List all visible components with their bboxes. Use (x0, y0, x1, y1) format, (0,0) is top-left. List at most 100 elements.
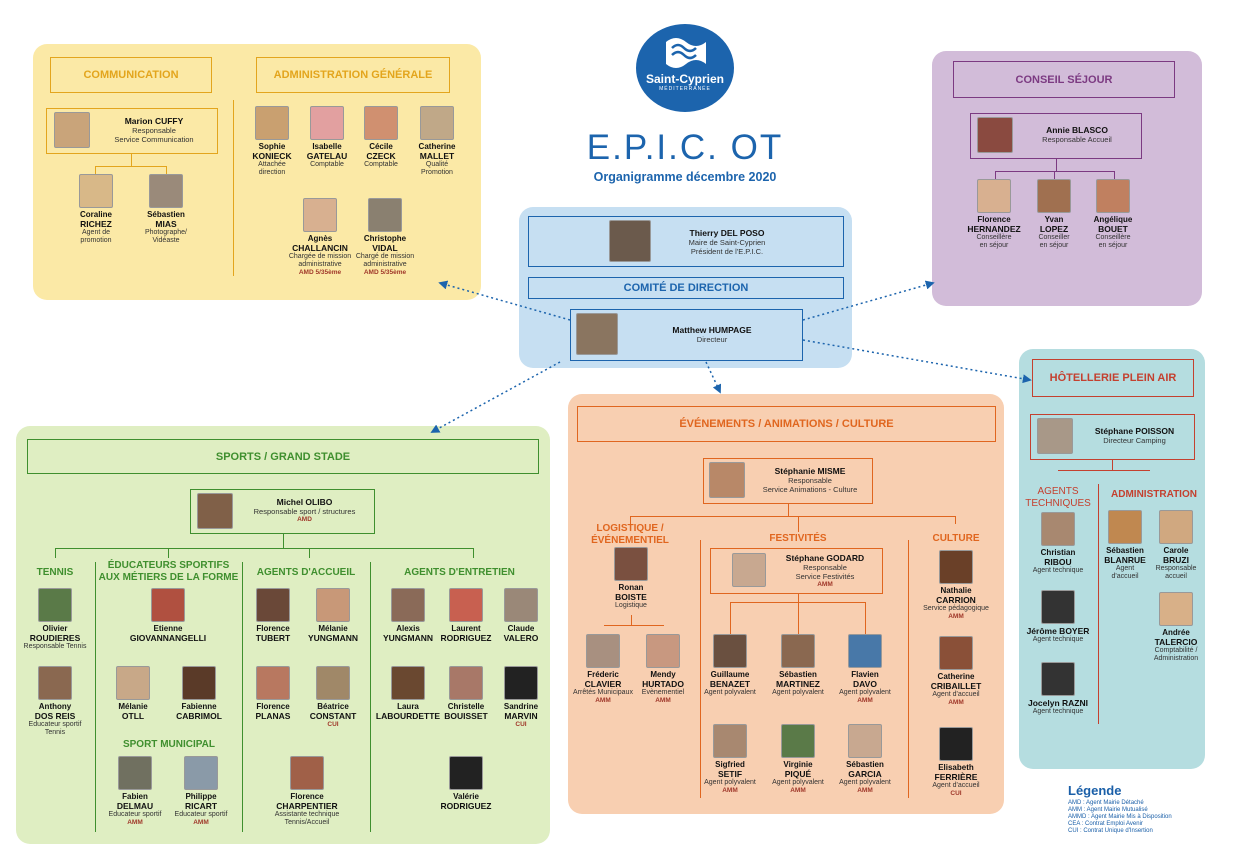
connector (473, 548, 474, 558)
person-photo (848, 634, 882, 668)
person-lastname: RICART (184, 801, 218, 811)
hotellerie-lead-card: Stéphane POISSON Directeur Camping (1037, 418, 1192, 456)
person-firstname: Ronan (618, 583, 644, 592)
person-photo (504, 588, 538, 622)
contract-type: AMM (857, 697, 873, 704)
person-role: Agent technique (1032, 708, 1084, 715)
person-lastname: CONSTANT (309, 711, 357, 721)
person-firstname: Cécile (369, 142, 393, 151)
contract-type: AMD (297, 516, 312, 523)
person-lastname: BENAZET (709, 679, 751, 689)
person-role: Directeur Camping (1103, 436, 1166, 445)
hotellerie-header: HÔTELLERIE PLEIN AIR (1032, 359, 1194, 397)
person-name: Stéphane GODARD (785, 553, 865, 563)
person-role: Administration (1153, 655, 1199, 662)
contract-type: CUI (327, 721, 339, 728)
events-lead-card: Stéphanie MISME Responsable Service Anim… (709, 462, 869, 500)
person-lastname: DELMAU (116, 801, 154, 811)
person-role: Comptable (364, 161, 398, 168)
person-photo (449, 666, 483, 700)
person-firstname: Guillaume (710, 670, 750, 679)
connector (55, 548, 474, 549)
person-firstname: Valérie (453, 792, 479, 801)
person-photo (614, 547, 648, 581)
contract-type: AMD 5/35ème (298, 269, 342, 276)
person-lastname: TUBERT (255, 633, 291, 643)
person-photo (316, 588, 350, 622)
legend: Légende AMD : Agent Mairie Détaché AMM :… (1068, 783, 1172, 835)
silhouette-icon (504, 666, 538, 700)
stephane-godard-photo (732, 553, 766, 587)
person-firstname: Olivier (42, 624, 68, 633)
person-photo (420, 106, 454, 140)
person-firstname: Florence (977, 215, 1011, 224)
connector (730, 602, 731, 634)
connector (1058, 470, 1150, 471)
person-photo (184, 756, 218, 790)
person-photo (586, 634, 620, 668)
person-firstname: Sébastien (846, 760, 884, 769)
connector (1054, 171, 1055, 179)
agents-entretien-section: AGENTS D'ENTRETIEN (404, 567, 515, 578)
person-firstname: Florence (256, 624, 290, 633)
person-role: Comptabilité / (1154, 647, 1198, 654)
silhouette-icon (449, 756, 483, 790)
person-photo (38, 666, 72, 700)
silhouette-icon (1041, 662, 1075, 696)
person-role: Comptable (310, 161, 344, 168)
president-card: Thierry DEL POSO Maire de Saint-Cyprien … (609, 220, 809, 264)
person-lastname: BOUISSET (444, 711, 488, 721)
person-lastname: RICHEZ (80, 219, 112, 229)
person-firstname: Laura (397, 702, 419, 711)
person-role: Chargée de mission (288, 253, 352, 260)
person-firstname: Angélique (1093, 215, 1133, 224)
person-role: Conseiller (1038, 234, 1070, 241)
person-role: Agent polyvalent (839, 689, 891, 696)
person-firstname: Sigfried (715, 760, 745, 769)
person-firstname: Sandrine (503, 702, 539, 711)
direction-panel (519, 207, 852, 368)
person-role: promotion (80, 237, 112, 244)
person-role: Service Animations - Culture (762, 485, 858, 494)
person-firstname: Carole (1163, 546, 1189, 555)
page-title: E.P.I.C. OT (586, 128, 784, 167)
person-photo (1108, 510, 1142, 544)
communication-lead-card: Marion CUFFY Responsable Service Communi… (54, 112, 214, 150)
person-role: Responsable (803, 563, 847, 572)
president-role1: Maire de Saint-Cyprien (688, 238, 766, 247)
silhouette-icon (939, 727, 973, 761)
person-name: Annie BLASCO (1046, 125, 1108, 135)
person-photo (116, 666, 150, 700)
stephanie-misme-photo (709, 462, 745, 498)
agents-accueil-section: AGENTS D'ACCUEIL (256, 567, 356, 578)
communication-lead-box (46, 108, 218, 154)
person-photo (391, 588, 425, 622)
legend-line: CUI : Contrat Unique d'Insertion (1068, 828, 1153, 834)
person-photo (1159, 510, 1193, 544)
person-role: Agent d'accueil (932, 782, 980, 789)
person-lastname: GIOVANNANGELLI (129, 633, 207, 643)
person-lastname: BLANRUE (1104, 555, 1146, 565)
contract-type: AMM (790, 787, 806, 794)
person-role: Agent de (81, 229, 111, 236)
person-lastname: Jérôme BOYER (1026, 626, 1090, 636)
